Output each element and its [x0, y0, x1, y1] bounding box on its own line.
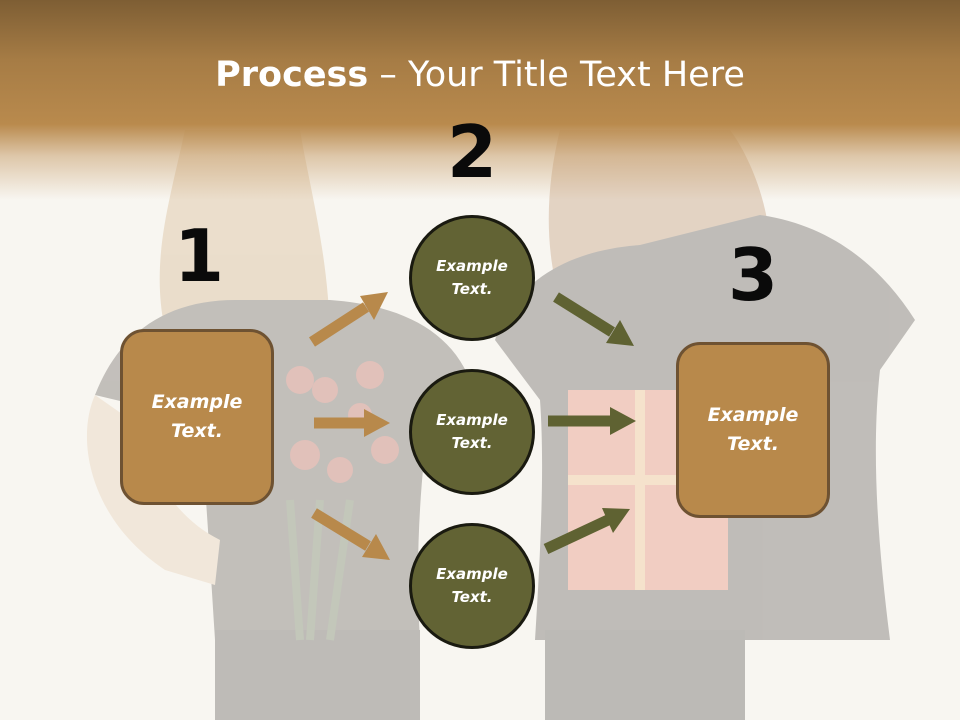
circle-bottom: Example Text. — [409, 523, 535, 649]
left-figure-pants — [215, 630, 420, 720]
step-number-2: 2 — [446, 110, 498, 194]
left-box-label: Example Text. — [151, 391, 243, 442]
circle-middle: Example Text. — [409, 369, 535, 495]
circle-top: Example Text. — [409, 215, 535, 341]
right-box-label: Example Text. — [707, 404, 799, 455]
right-figure-pants — [545, 630, 745, 720]
title-bold: Process — [215, 55, 369, 95]
circle-top-label: Example Text. — [436, 257, 508, 298]
slide-title: Process – Your Title Text Here — [0, 52, 960, 98]
step-number-3: 3 — [727, 233, 779, 317]
left-box: Example Text. — [120, 329, 274, 505]
circle-middle-label: Example Text. — [436, 411, 508, 452]
title-band — [0, 0, 960, 200]
right-box: Example Text. — [676, 342, 830, 518]
step-number-1: 1 — [173, 214, 225, 298]
title-rest: – Your Title Text Here — [368, 55, 745, 95]
circle-bottom-label: Example Text. — [436, 565, 508, 606]
